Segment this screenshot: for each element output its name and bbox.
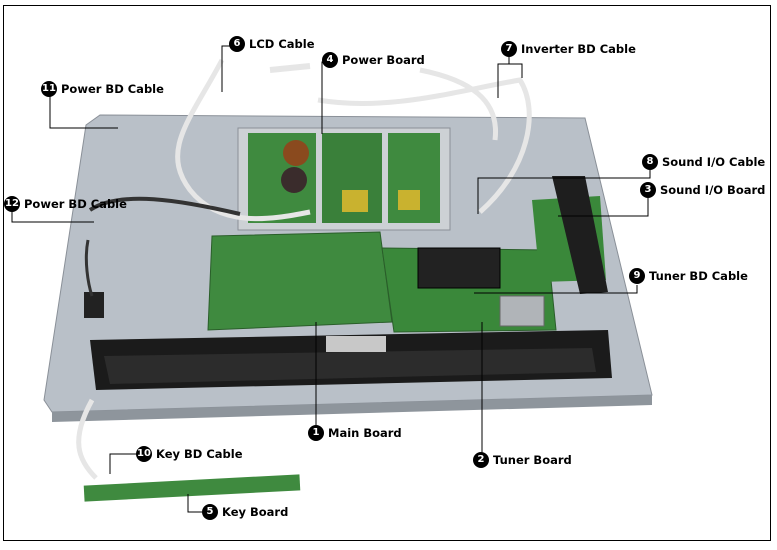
- callout-tuner-board: 2 Tuner Board: [473, 452, 572, 468]
- callout-power-board: 4 Power Board: [322, 52, 425, 68]
- leader-7: [497, 50, 523, 98]
- diagram-frame: [3, 5, 771, 541]
- callout-label: Inverter BD Cable: [521, 42, 636, 56]
- leader-6: [221, 45, 240, 92]
- inverter-cable: [317, 77, 532, 214]
- leader-11: [49, 90, 118, 129]
- callout-label: Tuner Board: [493, 453, 572, 467]
- callout-badge: 8: [642, 154, 658, 170]
- av-connectors: [326, 336, 386, 352]
- main-board-pcb: [207, 231, 393, 331]
- power-bd-cable: [88, 196, 241, 216]
- callout-label: Tuner BD Cable: [649, 269, 748, 283]
- callout-tuner-bd-cable: 9 Tuner BD Cable: [629, 268, 748, 284]
- callout-badge: 5: [202, 504, 218, 520]
- lcd-cable: [175, 58, 311, 222]
- callout-badge: 2: [473, 452, 489, 468]
- lcd-cable-end: [269, 63, 311, 73]
- tuner-module: [499, 295, 545, 327]
- power-bd-cable-2: [84, 239, 94, 297]
- callout-label: Power BD Cable: [61, 82, 164, 96]
- callout-label: Power Board: [342, 53, 425, 67]
- callout-badge: 9: [629, 268, 645, 284]
- callout-label: Key Board: [222, 505, 289, 519]
- callout-main-board: 1 Main Board: [308, 425, 402, 441]
- callout-label: Power BD Cable: [24, 197, 127, 211]
- leader-3: [558, 198, 649, 217]
- transformer-2: [398, 190, 420, 210]
- power-capacitor: [281, 167, 307, 193]
- callout-label: LCD Cable: [249, 37, 315, 51]
- callout-badge: 12: [4, 196, 20, 212]
- chassis-edge: [52, 395, 652, 422]
- callout-badge: 10: [136, 446, 152, 462]
- callout-sound-io-cable: 8 Sound I/O Cable: [642, 154, 765, 170]
- callout-sound-io-board: 3 Sound I/O Board: [640, 182, 765, 198]
- tuner-heatsink: [417, 247, 501, 289]
- callout-badge: 1: [308, 425, 324, 441]
- callout-label: Main Board: [328, 426, 402, 440]
- inverter-cable-2: [419, 67, 499, 141]
- callout-key-board: 5 Key Board: [202, 504, 288, 520]
- leader-5: [187, 494, 202, 513]
- callout-lcd-cable: 6 LCD Cable: [229, 36, 315, 52]
- callout-badge: 6: [229, 36, 245, 52]
- callout-badge: 11: [41, 81, 57, 97]
- callout-power-bd-cable-12: 12 Power BD Cable: [4, 196, 127, 212]
- key-bd-cable: [76, 398, 98, 480]
- callout-key-bd-cable: 10 Key BD Cable: [136, 446, 243, 462]
- callout-label: Key BD Cable: [156, 447, 243, 461]
- leader-10: [109, 453, 136, 474]
- transformer-1: [342, 190, 368, 212]
- power-inlet: [84, 292, 104, 318]
- callout-inverter-bd-cable: 7 Inverter BD Cable: [501, 41, 636, 57]
- sound-io-bracket: [552, 176, 608, 294]
- power-coil: [283, 140, 309, 166]
- callout-label: Sound I/O Cable: [662, 155, 766, 169]
- leader-9: [474, 285, 638, 294]
- callout-badge: 3: [640, 182, 656, 198]
- callout-badge: 4: [322, 52, 338, 68]
- callout-power-bd-cable-11: 11 Power BD Cable: [41, 81, 164, 97]
- leader-8: [477, 170, 651, 214]
- connector-trough-floor: [104, 348, 596, 384]
- callout-label: Sound I/O Board: [660, 183, 766, 197]
- key-board-pcb: [83, 474, 301, 502]
- callout-badge: 7: [501, 41, 517, 57]
